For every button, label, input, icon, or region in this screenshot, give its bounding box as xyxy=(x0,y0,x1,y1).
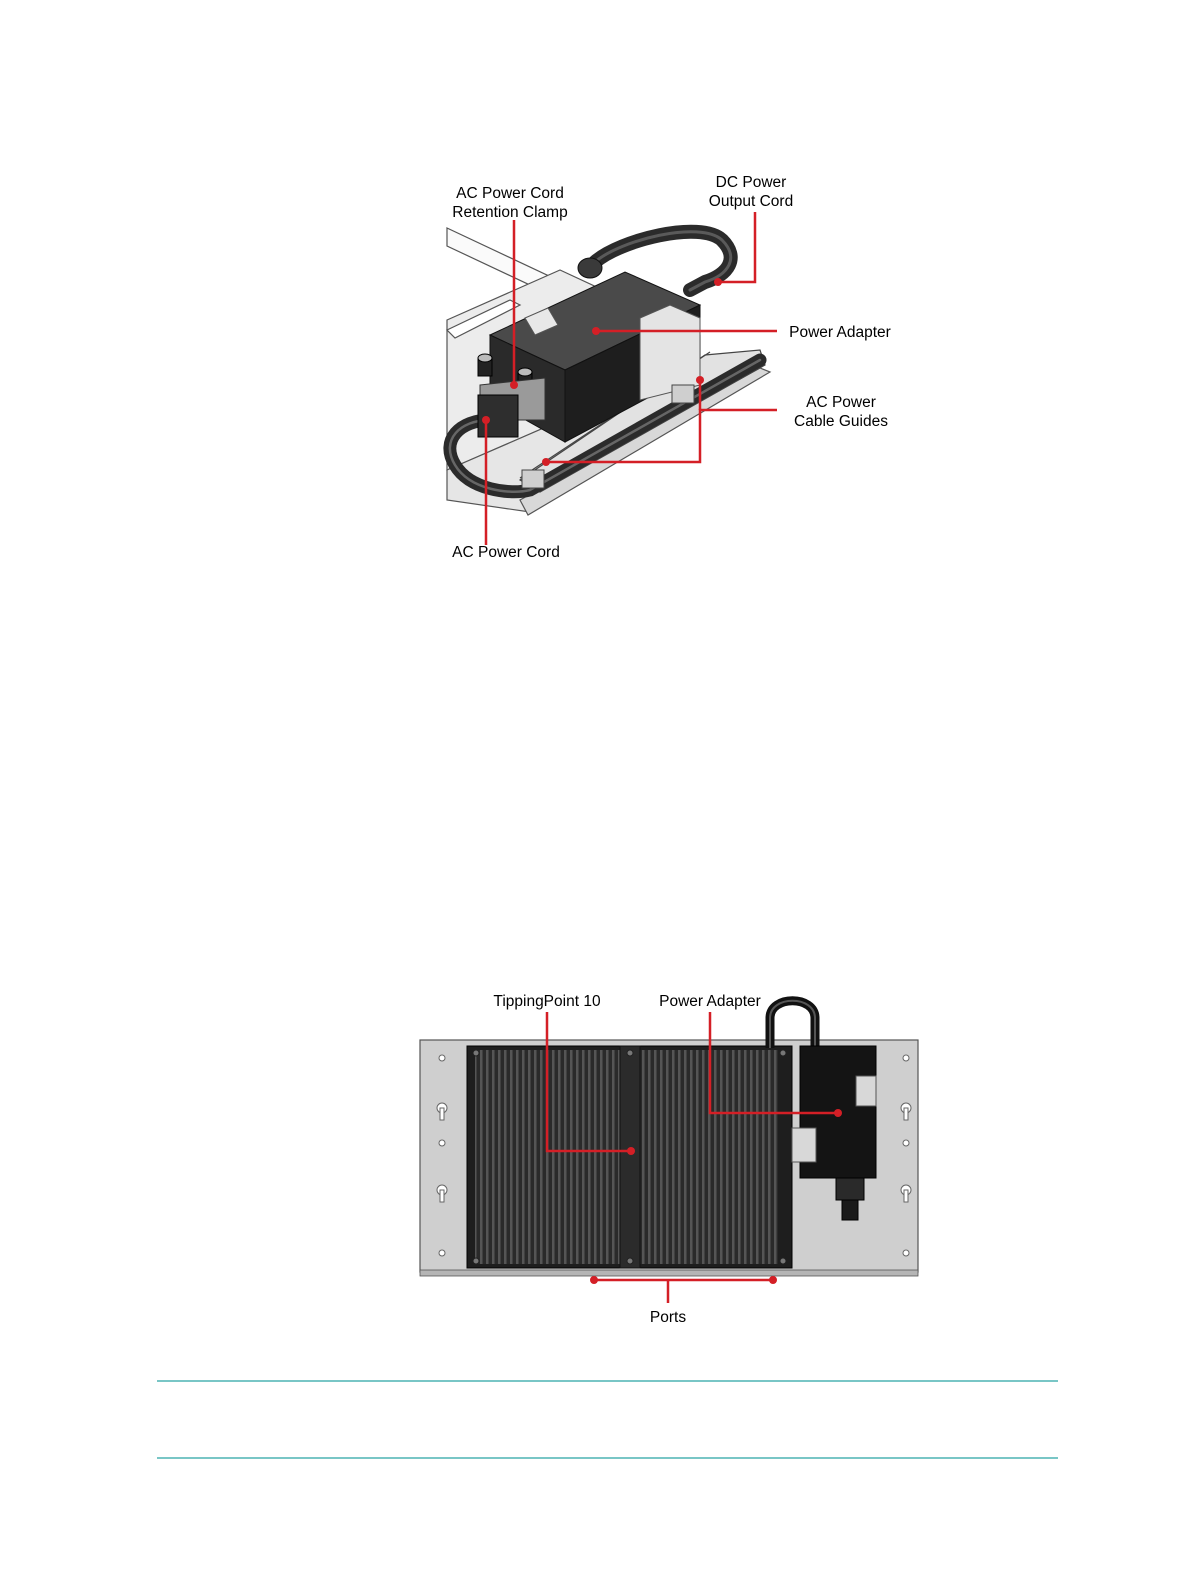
label-retention-clamp-2: Retention Clamp xyxy=(452,204,567,221)
label-ports: Ports xyxy=(650,1309,686,1326)
tippingpoint-device xyxy=(467,1046,792,1268)
label-cable-guides-1: AC Power xyxy=(806,394,876,411)
label-cable-guides-2: Cable Guides xyxy=(794,413,888,430)
callout-dots-2 xyxy=(590,1109,842,1284)
label-power-adapter-2: Power Adapter xyxy=(659,993,761,1010)
figure1-callouts xyxy=(486,212,777,545)
figure-adapter-tray xyxy=(447,228,770,515)
cable-guide-rail xyxy=(520,350,765,492)
power-adapter-box xyxy=(490,272,700,442)
tray-plate xyxy=(447,228,770,515)
label-ac-power-cord: AC Power Cord xyxy=(452,544,560,561)
dc-connector xyxy=(578,258,602,278)
retention-clamp xyxy=(478,354,545,420)
label-dc-cord-2: Output Cord xyxy=(709,193,793,210)
cable-guide-clip xyxy=(672,385,694,403)
dc-output-cord xyxy=(595,232,731,290)
ac-power-cord-shape xyxy=(450,360,760,492)
adapter-on-plate xyxy=(770,1001,876,1220)
ac-plug xyxy=(478,395,518,437)
figure-mounting-plate xyxy=(420,1001,918,1276)
keyhole-slots xyxy=(437,1055,911,1256)
label-dc-cord-1: DC Power xyxy=(716,174,787,191)
callout-dots xyxy=(482,278,722,466)
label-retention-clamp-1: AC Power Cord xyxy=(456,185,564,202)
label-power-adapter: Power Adapter xyxy=(789,324,891,341)
label-tippingpoint: TippingPoint 10 xyxy=(493,993,601,1010)
cable-guide-clip xyxy=(522,470,544,488)
figure2-callouts xyxy=(547,1012,838,1303)
mounting-plate xyxy=(420,1040,918,1272)
